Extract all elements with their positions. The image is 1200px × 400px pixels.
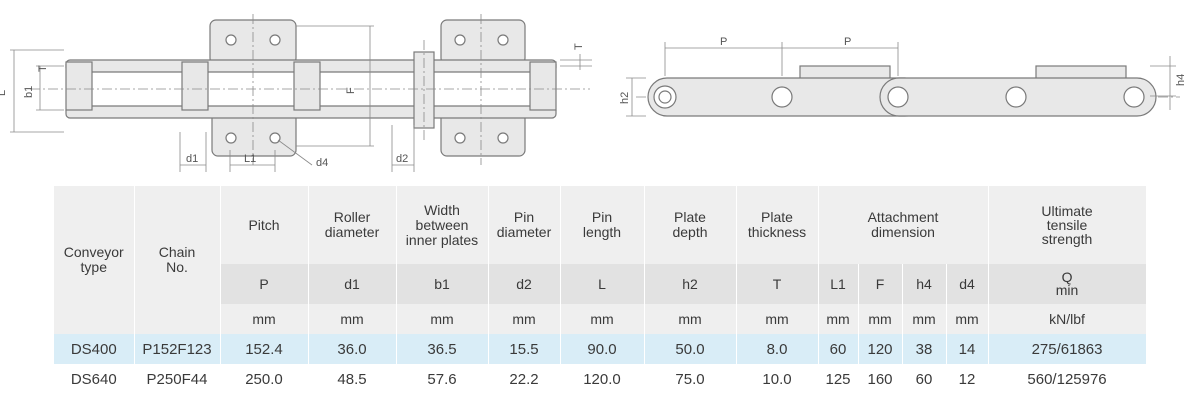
table-cell: 36.0: [308, 334, 397, 364]
symbol-T: T: [736, 264, 819, 304]
spec-table: Conveyor type Chain No. Pitch Roller dia…: [54, 186, 1147, 394]
table-cell: 50.0: [644, 334, 737, 364]
symbol-d1: d1: [308, 264, 397, 304]
header-attachment: Attachment dimension: [818, 186, 989, 264]
table-cell: 275/61863: [988, 334, 1147, 364]
table-cell: P250F44: [134, 364, 221, 394]
label-L1: L1: [244, 153, 256, 165]
unit-cell: mm: [858, 304, 903, 334]
header-width-inner: Width between inner plates: [396, 186, 489, 264]
table-cell: 120.0: [560, 364, 645, 394]
symbol-h4: h4: [902, 264, 947, 304]
top-attachment-plate-right: [440, 19, 526, 65]
symbol-h2: h2: [644, 264, 737, 304]
unit-cell: mm: [946, 304, 989, 334]
table-cell: 38: [902, 334, 947, 364]
unit-cell: mm: [396, 304, 489, 334]
table-cell: 12: [946, 364, 989, 394]
table-cell: 22.2: [488, 364, 561, 394]
header-row: Conveyor type Chain No. Pitch Roller dia…: [54, 186, 1147, 334]
roller-block-3: [293, 61, 321, 111]
chain-drawings: L b1 T F d1 L1 d4 d2 T P P h2 h4: [0, 0, 1200, 186]
unit-cell: mm: [308, 304, 397, 334]
table-cell: 14: [946, 334, 989, 364]
label-P2: P: [844, 36, 851, 48]
table-cell: 57.6: [396, 364, 489, 394]
symbol-P: P: [220, 264, 309, 304]
table-row: DS400 P152F123 152.4 36.0 36.5 15.5 90.0…: [54, 334, 1147, 364]
header-pin-diameter: Pin diameter: [488, 186, 561, 264]
header-roller-diameter: Roller diameter: [308, 186, 397, 264]
header-pin-length: Pin length: [560, 186, 645, 264]
unit-cell: mm: [488, 304, 561, 334]
table-cell: 10.0: [736, 364, 819, 394]
chain-drawing-svg: L b1 T F d1 L1 d4 d2 T P P h2 h4: [0, 14, 1187, 172]
table-cell: 60: [902, 364, 947, 394]
label-h4: h4: [1175, 74, 1187, 86]
unit-cell: mm: [736, 304, 819, 334]
table-cell: 15.5: [488, 334, 561, 364]
symbol-L1: L1: [818, 264, 859, 304]
roller-block-4: [529, 61, 557, 111]
table-cell: 152.4: [220, 334, 309, 364]
label-T-left: T: [37, 65, 49, 72]
label-P1: P: [720, 36, 727, 48]
label-T-top: T: [573, 43, 585, 50]
table-cell: 48.5: [308, 364, 397, 394]
label-d1: d1: [186, 153, 198, 165]
table-cell: 560/125976: [988, 364, 1147, 394]
unit-row: mm mm mm mm mm mm mm mm mm mm mm kN/lbf: [54, 304, 1147, 334]
label-h2: h2: [619, 92, 631, 104]
unit-cell: mm: [902, 304, 947, 334]
table-row: DS640 P250F44 250.0 48.5 57.6 22.2 120.0…: [54, 364, 1147, 394]
header-plate-depth: Plate depth: [644, 186, 737, 264]
label-d2: d2: [396, 153, 408, 165]
unit-cell: mm: [644, 304, 737, 334]
table-cell: P152F123: [134, 334, 221, 364]
symbol-row: P d1 b1 d2 L h2 T L1 F h4 d4 Q min: [54, 264, 1147, 304]
symbol-b1: b1: [396, 264, 489, 304]
unit-cell: kN/lbf: [988, 304, 1147, 334]
label-L: L: [0, 90, 8, 96]
unit-cell: mm: [220, 304, 309, 334]
symbol-d4: d4: [946, 264, 989, 304]
header-chain-no: Chain No.: [134, 186, 221, 334]
roller-block-2: [181, 61, 209, 111]
table-cell: 125: [818, 364, 859, 394]
table-cell: 36.5: [396, 334, 489, 364]
symbol-Q-min: Q min: [988, 264, 1147, 304]
roller-block-1: [65, 61, 93, 111]
header-conveyor-type: Conveyor type: [54, 186, 135, 334]
header-ultimate: Ultimate tensile strength: [988, 186, 1147, 264]
table-cell: 120: [858, 334, 903, 364]
symbol-L: L: [560, 264, 645, 304]
label-d4: d4: [316, 157, 328, 169]
table-cell: 90.0: [560, 334, 645, 364]
symbol-d2: d2: [488, 264, 561, 304]
header-pitch: Pitch: [220, 186, 309, 264]
table-cell: DS640: [54, 364, 135, 394]
table-cell: DS400: [54, 334, 135, 364]
label-b1: b1: [23, 86, 35, 98]
header-plate-thickness: Plate thickness: [736, 186, 819, 264]
label-F: F: [345, 87, 357, 94]
symbol-F: F: [858, 264, 903, 304]
table-cell: 60: [818, 334, 859, 364]
unit-cell: mm: [818, 304, 859, 334]
table-cell: 75.0: [644, 364, 737, 394]
table-cell: 160: [858, 364, 903, 394]
unit-cell: mm: [560, 304, 645, 334]
table-cell: 250.0: [220, 364, 309, 394]
table-cell: 8.0: [736, 334, 819, 364]
